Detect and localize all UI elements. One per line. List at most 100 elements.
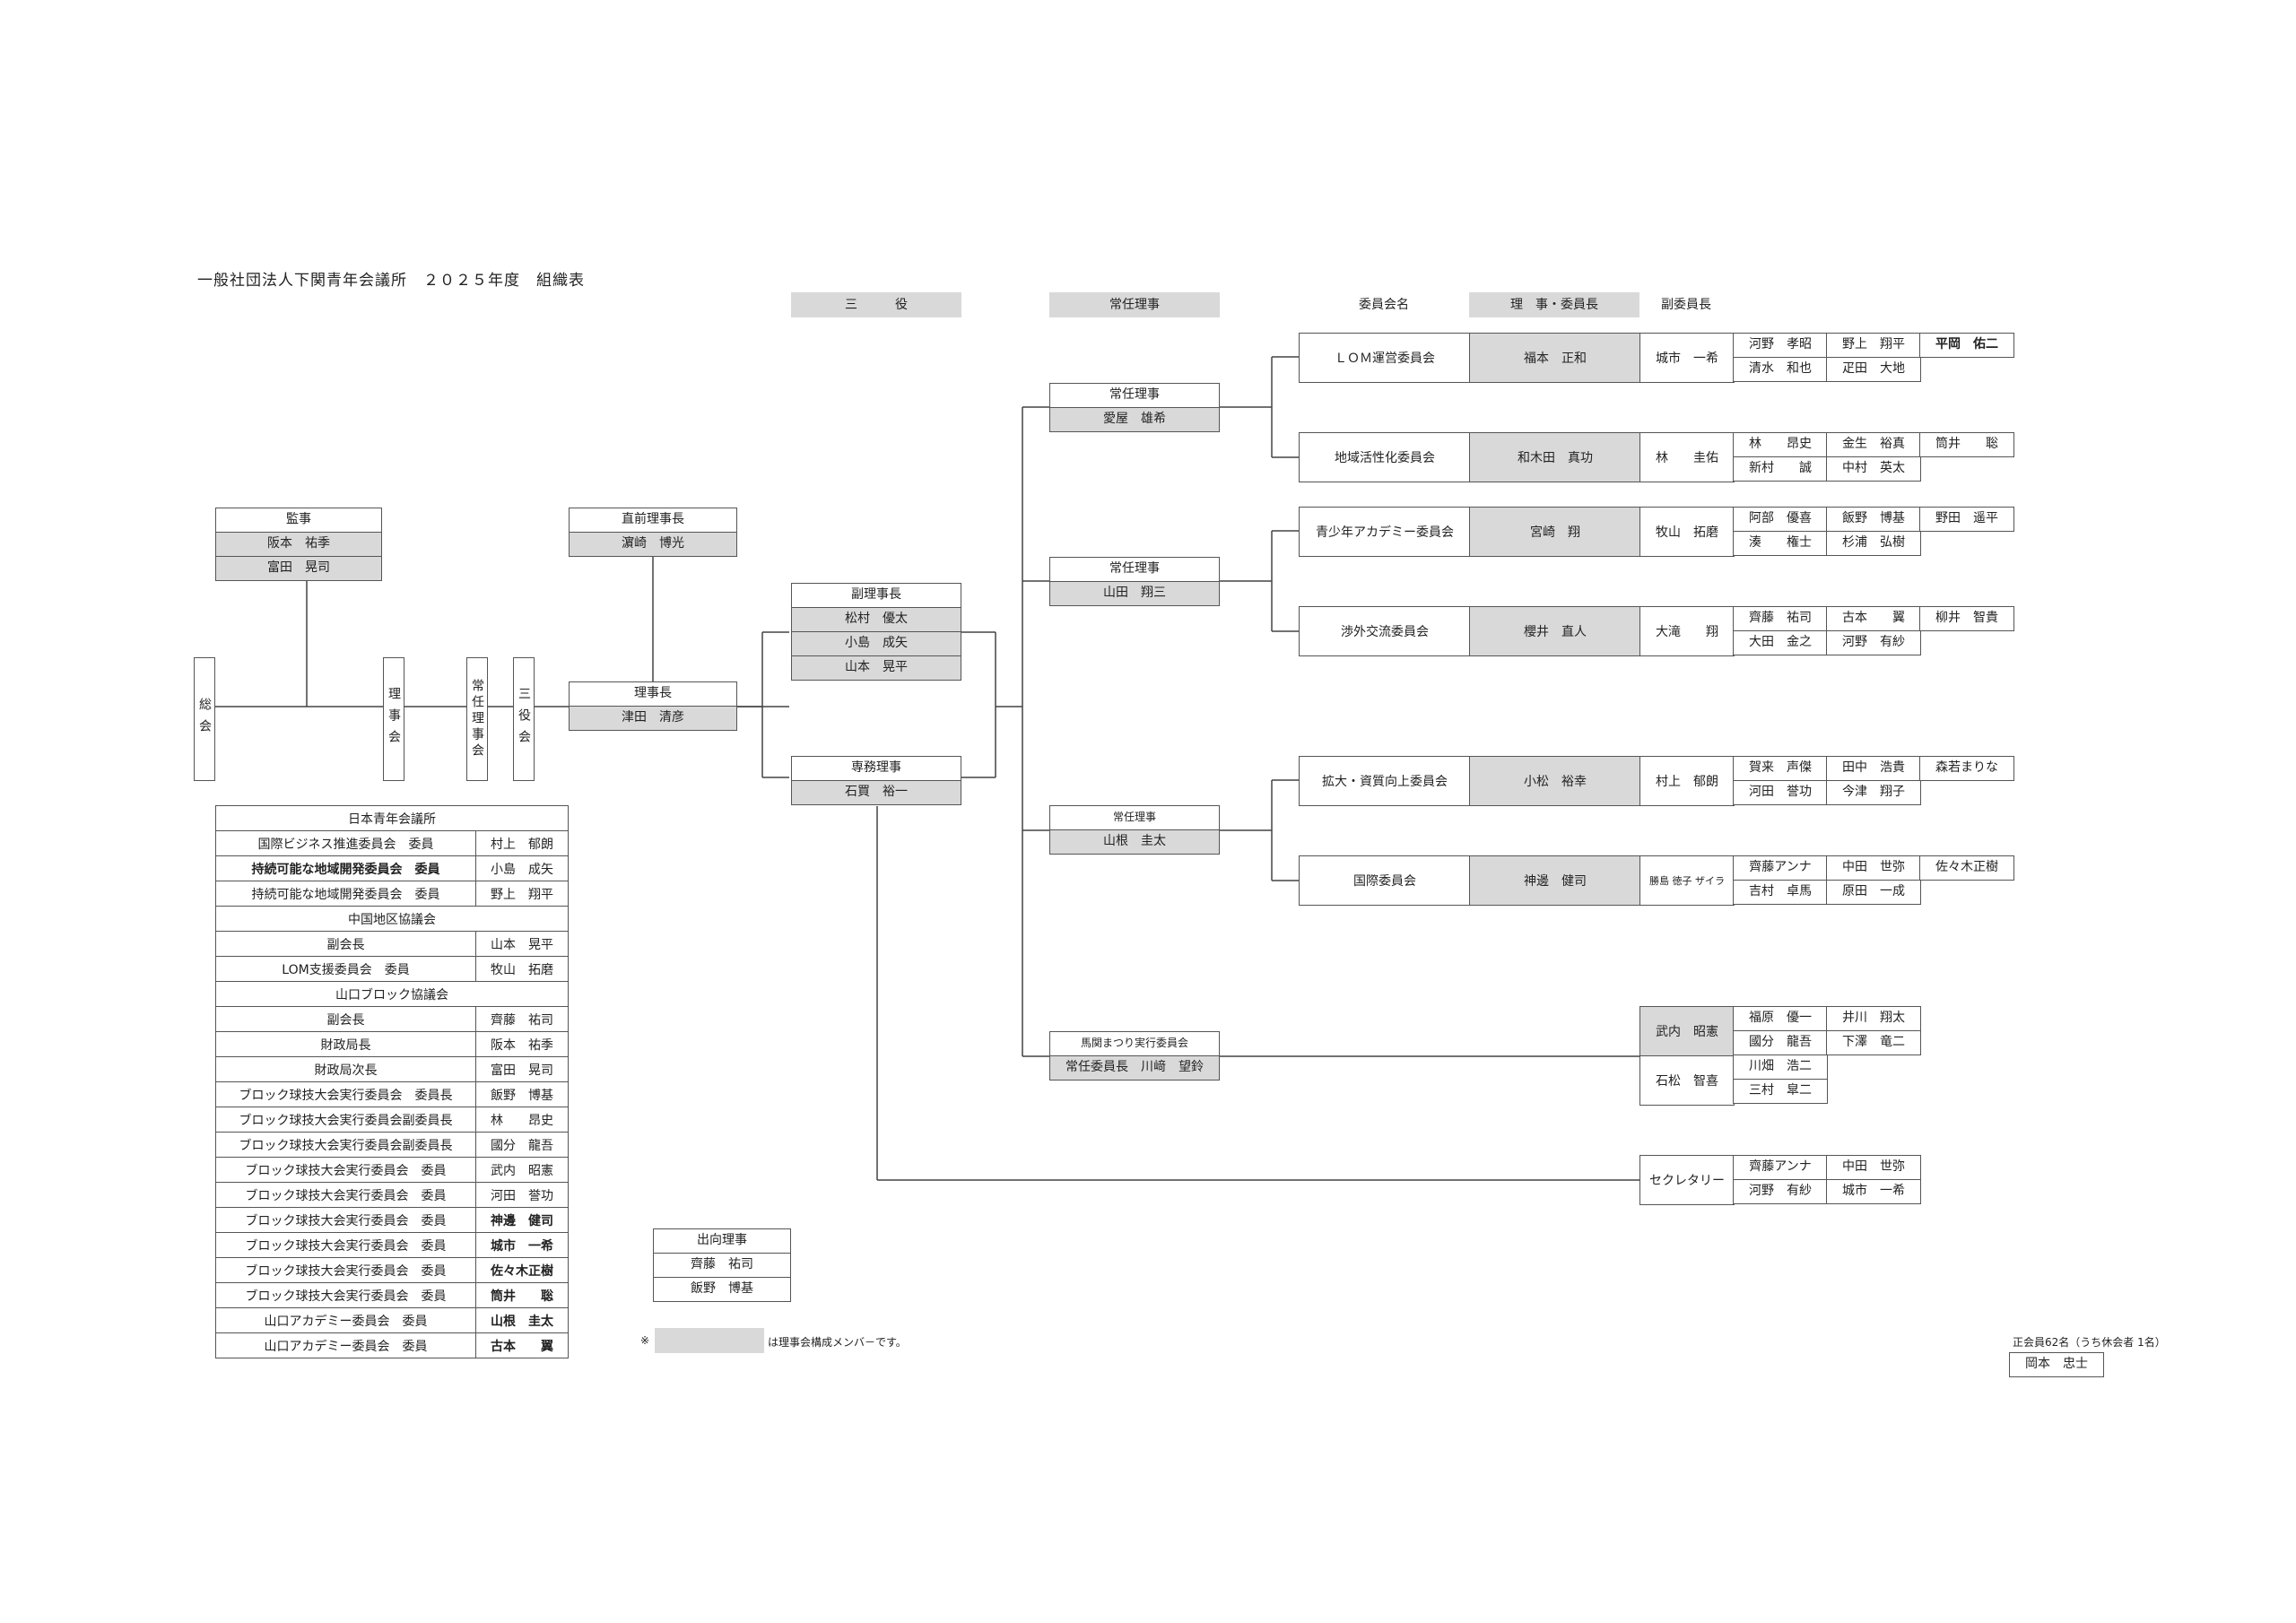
committee-member: 賀来 声傑 bbox=[1733, 756, 1828, 781]
header-sanyaku: 三 役 bbox=[791, 292, 961, 317]
header-riji-iincho: 理 事・委員長 bbox=[1469, 292, 1639, 317]
bakan-chair: 武内 昭憲 bbox=[1639, 1006, 1735, 1056]
table-person: 山本 晃平 bbox=[475, 931, 569, 957]
bakan-member: 下澤 竜二 bbox=[1826, 1030, 1921, 1055]
table-row: ブロック球技大会実行委員会 委員佐々木正樹 bbox=[215, 1257, 569, 1283]
fukurijicho-member: 松村 優太 bbox=[791, 607, 961, 632]
committee-member: 齊藤 祐司 bbox=[1733, 606, 1828, 631]
committee-member: 杉浦 弘樹 bbox=[1826, 531, 1921, 556]
table-role: 山口アカデミー委員会 委員 bbox=[215, 1332, 476, 1358]
bakan-member: 三村 皐二 bbox=[1733, 1079, 1828, 1104]
table-role: ブロック球技大会実行委員会 委員 bbox=[215, 1182, 476, 1208]
jonin-name: 山根 圭太 bbox=[1049, 829, 1220, 855]
committee-name: 拡大・資質向上委員会 bbox=[1299, 756, 1471, 806]
committee-chair: 小松 裕幸 bbox=[1469, 756, 1641, 806]
table-row: 持続可能な地域開発委員会 委員小島 成矢 bbox=[215, 855, 569, 881]
committee-member: 河野 孝昭 bbox=[1733, 333, 1828, 358]
rijikai-box: 理事会 bbox=[383, 657, 404, 781]
table-section-header: 山口ブロック協議会 bbox=[215, 981, 569, 1007]
footer-name: 岡本 忠士 bbox=[2009, 1352, 2104, 1377]
table-row: 財政局長阪本 祐季 bbox=[215, 1031, 569, 1057]
chokuzen-title: 直前理事長 bbox=[569, 508, 737, 533]
table-row: 中国地区協議会 bbox=[215, 906, 569, 932]
table-person: 小島 成矢 bbox=[475, 855, 569, 881]
kanji-title: 監事 bbox=[215, 508, 382, 533]
committee-member: 清水 和也 bbox=[1733, 357, 1828, 382]
table-row: 山口アカデミー委員会 委員古本 翼 bbox=[215, 1332, 569, 1358]
table-person: 林 昂史 bbox=[475, 1107, 569, 1133]
committee-member: 大田 金之 bbox=[1733, 630, 1828, 655]
committee-vice: 勝島 徳子 ザイラ bbox=[1639, 855, 1735, 906]
chokuzen-name: 濵崎 博光 bbox=[569, 532, 737, 557]
bakan-member: 川畑 浩二 bbox=[1733, 1055, 1828, 1080]
shukko-member: 齊藤 祐司 bbox=[653, 1253, 791, 1278]
committee-chair: 櫻井 直人 bbox=[1469, 606, 1641, 656]
shukko-member: 飯野 博基 bbox=[653, 1277, 791, 1302]
bakan-member: 井川 翔太 bbox=[1826, 1006, 1921, 1031]
table-person: 武内 昭憲 bbox=[475, 1157, 569, 1183]
table-person: 牧山 拓磨 bbox=[475, 956, 569, 982]
committee-chair: 和木田 真功 bbox=[1469, 432, 1641, 482]
table-row: ブロック球技大会実行委員会 委員城市 一希 bbox=[215, 1232, 569, 1258]
bakan-chair: 石松 智喜 bbox=[1639, 1055, 1735, 1106]
table-role: ブロック球技大会実行委員会 委員 bbox=[215, 1282, 476, 1308]
table-row: ブロック球技大会実行委員会副委員長國分 龍吾 bbox=[215, 1132, 569, 1158]
secretary-member: 齊藤アンナ bbox=[1733, 1155, 1828, 1180]
table-row: 日本青年会議所 bbox=[215, 805, 569, 831]
committee-vice: 城市 一希 bbox=[1639, 333, 1735, 383]
legend-mark: ※ bbox=[640, 1334, 650, 1347]
committee-member: 金生 裕真 bbox=[1826, 432, 1921, 457]
table-section-header: 中国地区協議会 bbox=[215, 906, 569, 932]
table-role: ブロック球技大会実行委員会副委員長 bbox=[215, 1107, 476, 1133]
table-role: 国際ビジネス推進委員会 委員 bbox=[215, 830, 476, 856]
jonin-name: 山田 翔三 bbox=[1049, 581, 1220, 606]
table-row: 副会長山本 晃平 bbox=[215, 931, 569, 957]
table-person: 村上 郁朗 bbox=[475, 830, 569, 856]
committee-member: 原田 一成 bbox=[1826, 880, 1921, 905]
committee-member: 新村 誠 bbox=[1733, 456, 1828, 482]
secretary-label: セクレタリー bbox=[1639, 1155, 1735, 1205]
jonin-title: 常任理事 bbox=[1049, 557, 1220, 582]
table-row: ブロック球技大会実行委員会 委員長飯野 博基 bbox=[215, 1081, 569, 1107]
secretary-member: 河野 有紗 bbox=[1733, 1179, 1828, 1204]
table-person: 富田 晃司 bbox=[475, 1056, 569, 1082]
senmu-name: 石買 裕一 bbox=[791, 780, 961, 805]
table-person: 河田 誉功 bbox=[475, 1182, 569, 1208]
legend-text: は理事会構成メンバ－です。 bbox=[768, 1336, 907, 1349]
rijicho-title: 理事長 bbox=[569, 681, 737, 707]
table-row: 山口アカデミー委員会 委員山根 圭太 bbox=[215, 1307, 569, 1333]
committee-member: 湊 権士 bbox=[1733, 531, 1828, 556]
table-row: ブロック球技大会実行委員会 委員河田 誉功 bbox=[215, 1182, 569, 1208]
senmu-title: 専務理事 bbox=[791, 756, 961, 781]
table-role: ブロック球技大会実行委員会 委員 bbox=[215, 1232, 476, 1258]
committee-chair: 宮崎 翔 bbox=[1469, 507, 1641, 557]
table-person: 城市 一希 bbox=[475, 1232, 569, 1258]
header-fukuiincho: 副委員長 bbox=[1661, 298, 1711, 312]
committee-member: 疋田 大地 bbox=[1826, 357, 1921, 382]
committee-member: 阿部 優喜 bbox=[1733, 507, 1828, 532]
committee-vice: 村上 郁朗 bbox=[1639, 756, 1735, 806]
table-role: ブロック球技大会実行委員会 委員 bbox=[215, 1257, 476, 1283]
page-title: 一般社団法人下関青年会議所 ２０２５年度 組織表 bbox=[197, 272, 585, 290]
table-role: 財政局長 bbox=[215, 1031, 476, 1057]
table-person: 神邊 健司 bbox=[475, 1207, 569, 1233]
committee-member: 野田 遥平 bbox=[1919, 507, 2014, 532]
table-person: 阪本 祐季 bbox=[475, 1031, 569, 1057]
committee-chair: 福本 正和 bbox=[1469, 333, 1641, 383]
committee-name: 渉外交流委員会 bbox=[1299, 606, 1471, 656]
committee-member: 野上 翔平 bbox=[1826, 333, 1921, 358]
table-person: 野上 翔平 bbox=[475, 881, 569, 907]
committee-vice: 牧山 拓磨 bbox=[1639, 507, 1735, 557]
table-person: 古本 翼 bbox=[475, 1332, 569, 1358]
table-role: ブロック球技大会実行委員会 委員 bbox=[215, 1157, 476, 1183]
table-person: 飯野 博基 bbox=[475, 1081, 569, 1107]
table-person: 齊藤 祐司 bbox=[475, 1006, 569, 1032]
bakan-jonin-name: 常任委員長 川﨑 望鈴 bbox=[1049, 1055, 1220, 1081]
table-row: 山口ブロック協議会 bbox=[215, 981, 569, 1007]
committee-member: 古本 翼 bbox=[1826, 606, 1921, 631]
jc-table: 日本青年会議所 国際ビジネス推進委員会 委員村上 郁朗 持続可能な地域開発委員会… bbox=[215, 805, 569, 1358]
table-role: ブロック球技大会実行委員会 委員長 bbox=[215, 1081, 476, 1107]
table-person: 國分 龍吾 bbox=[475, 1132, 569, 1158]
committee-name: 国際委員会 bbox=[1299, 855, 1471, 906]
